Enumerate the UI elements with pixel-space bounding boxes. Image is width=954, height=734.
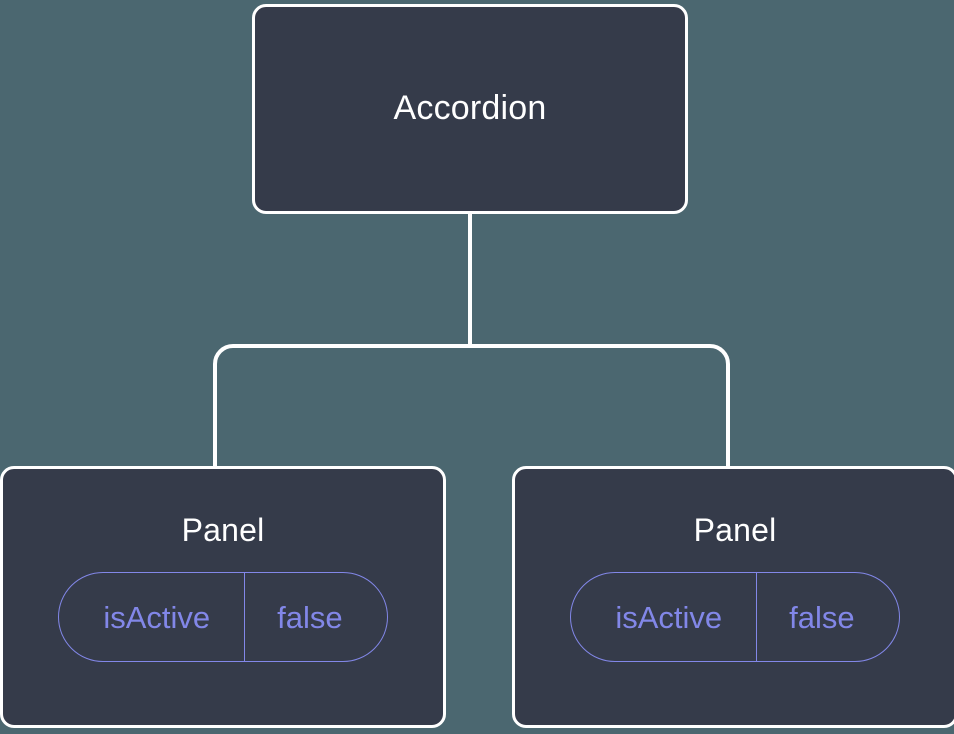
- edge-root-to-panel-right: [470, 344, 730, 468]
- prop-badge-isactive-right[interactable]: isActive false: [570, 572, 900, 663]
- prop-value: false: [244, 573, 386, 662]
- node-accordion[interactable]: Accordion: [252, 4, 688, 214]
- node-accordion-label: Accordion: [393, 89, 547, 128]
- edge-root-to-panel-left: [213, 344, 470, 468]
- prop-value: false: [756, 573, 898, 662]
- prop-key: isActive: [615, 599, 723, 635]
- prop-key: isActive: [103, 599, 211, 635]
- node-panel-left-label: Panel: [181, 512, 265, 548]
- node-panel-right-label: Panel: [693, 512, 777, 548]
- node-panel-right[interactable]: Panel isActive false: [512, 466, 954, 728]
- prop-badge-isactive-left[interactable]: isActive false: [58, 572, 388, 663]
- node-panel-left[interactable]: Panel isActive false: [0, 466, 446, 728]
